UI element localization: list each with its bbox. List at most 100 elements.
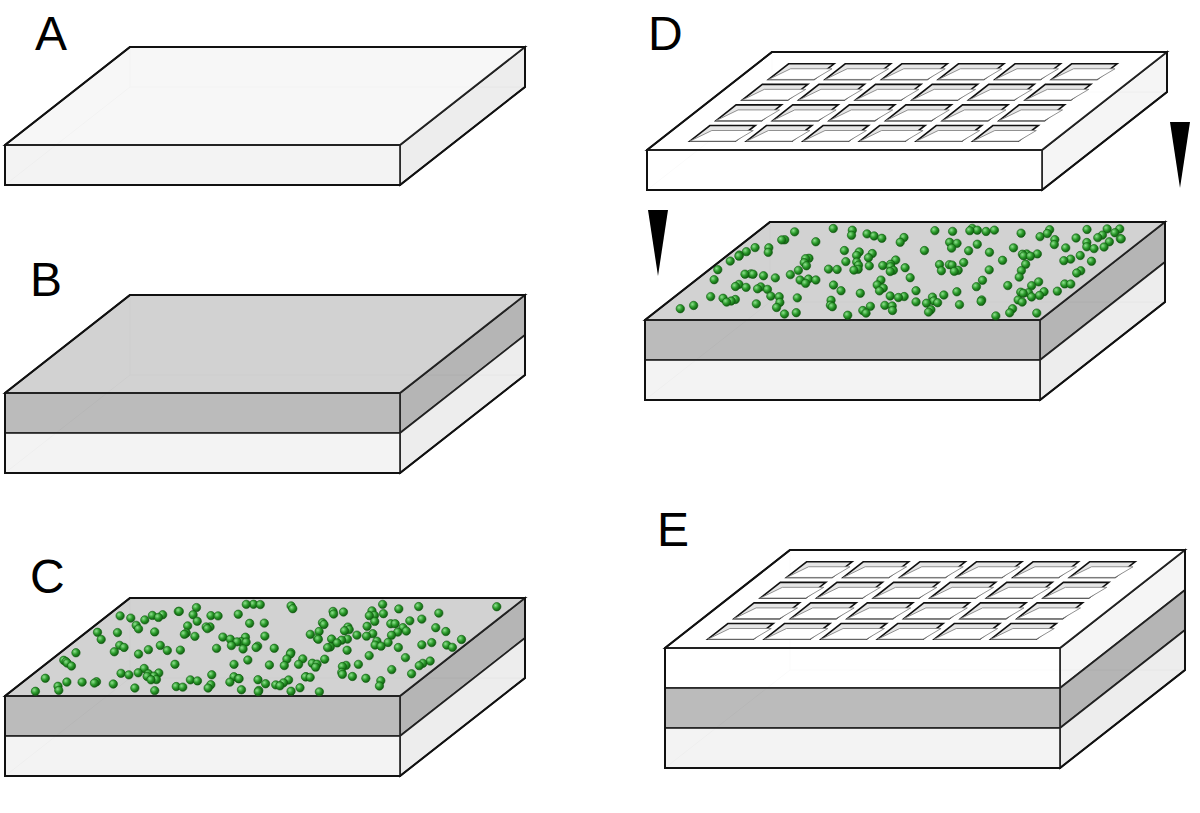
green-bead [714, 266, 722, 274]
seeded-slab [645, 222, 1165, 400]
green-bead [415, 602, 423, 610]
well-floor [829, 110, 892, 121]
well-hole [878, 624, 943, 640]
well-floor [742, 89, 805, 100]
green-bead [63, 678, 71, 686]
green-bead [245, 619, 253, 627]
green-bead [150, 628, 158, 636]
green-bead [741, 270, 749, 278]
green-bead [955, 300, 963, 308]
green-bead [985, 266, 993, 274]
green-bead [41, 674, 49, 682]
green-bead [377, 642, 385, 650]
green-bead [131, 684, 139, 692]
green-bead [793, 294, 801, 302]
green-bead [415, 661, 423, 669]
well-hole [943, 105, 1008, 121]
well-frame [647, 52, 1167, 190]
panel-letter: C [30, 553, 65, 601]
green-bead [786, 270, 794, 278]
green-bead [829, 224, 837, 232]
green-bead [147, 676, 155, 684]
slab-front [5, 145, 400, 185]
green-bead [706, 292, 714, 300]
green-bead [402, 627, 410, 635]
green-bead [311, 663, 319, 671]
well-floor [773, 110, 836, 121]
green-bead [875, 287, 883, 295]
green-bead [406, 617, 414, 625]
green-bead [116, 612, 124, 620]
well-floor [1052, 69, 1115, 80]
well-hole [856, 84, 921, 100]
green-bead [1060, 256, 1068, 264]
well-floor [999, 110, 1062, 121]
well-floor [764, 629, 827, 640]
well-floor [912, 89, 975, 100]
green-bead [362, 632, 370, 640]
well-hole [900, 562, 965, 578]
slab-front [665, 728, 1060, 768]
green-bead [888, 306, 896, 314]
green-bead [722, 298, 730, 306]
green-bead [920, 246, 928, 254]
green-bead [252, 643, 260, 651]
green-bead [276, 682, 284, 690]
green-bead [176, 646, 184, 654]
well-hole [912, 84, 977, 100]
green-bead [378, 600, 386, 608]
well-floor [843, 567, 906, 578]
well-floor [825, 69, 888, 80]
green-bead [751, 243, 759, 251]
green-bead [407, 670, 415, 678]
well-floor [916, 131, 979, 142]
green-bead [180, 630, 188, 638]
green-bead [363, 622, 371, 630]
well-floor [961, 608, 1024, 619]
well-floor [690, 131, 753, 142]
well-hole [874, 582, 939, 598]
green-bead [1027, 293, 1035, 301]
green-bead [219, 633, 227, 641]
green-bead [329, 610, 337, 618]
slab-outline [5, 295, 525, 473]
green-bead [254, 688, 262, 696]
green-bead [842, 257, 850, 265]
green-bead [1050, 240, 1058, 248]
green-bead [1004, 281, 1012, 289]
well-hole [829, 105, 894, 121]
well-floor [791, 608, 854, 619]
well-floor [943, 110, 1006, 121]
well-hole [799, 84, 864, 100]
green-bead [676, 305, 684, 313]
well-floor [787, 567, 850, 578]
green-bead [90, 679, 98, 687]
well-floor [934, 629, 997, 640]
green-bead [933, 299, 941, 307]
well-floor [1013, 567, 1076, 578]
green-bead [837, 287, 845, 295]
well-hole [860, 126, 925, 142]
well-floor [930, 587, 993, 598]
green-bead [901, 264, 909, 272]
slab-side [1060, 630, 1185, 768]
green-bead [212, 644, 220, 652]
slab-top [645, 222, 1165, 320]
well-hole [995, 64, 1060, 80]
slab-front [647, 150, 1042, 190]
green-bead [109, 680, 117, 688]
green-bead [749, 270, 757, 278]
green-bead [365, 651, 373, 659]
green-bead [67, 662, 75, 670]
well-hole [1070, 562, 1135, 578]
green-bead [1087, 257, 1095, 265]
green-bead [265, 661, 273, 669]
green-bead [947, 244, 955, 252]
green-bead [856, 289, 864, 297]
well-hole [817, 582, 882, 598]
green-bead [964, 247, 972, 255]
green-bead [828, 303, 836, 311]
green-bead [1117, 235, 1125, 243]
slab-outline [645, 222, 1165, 400]
